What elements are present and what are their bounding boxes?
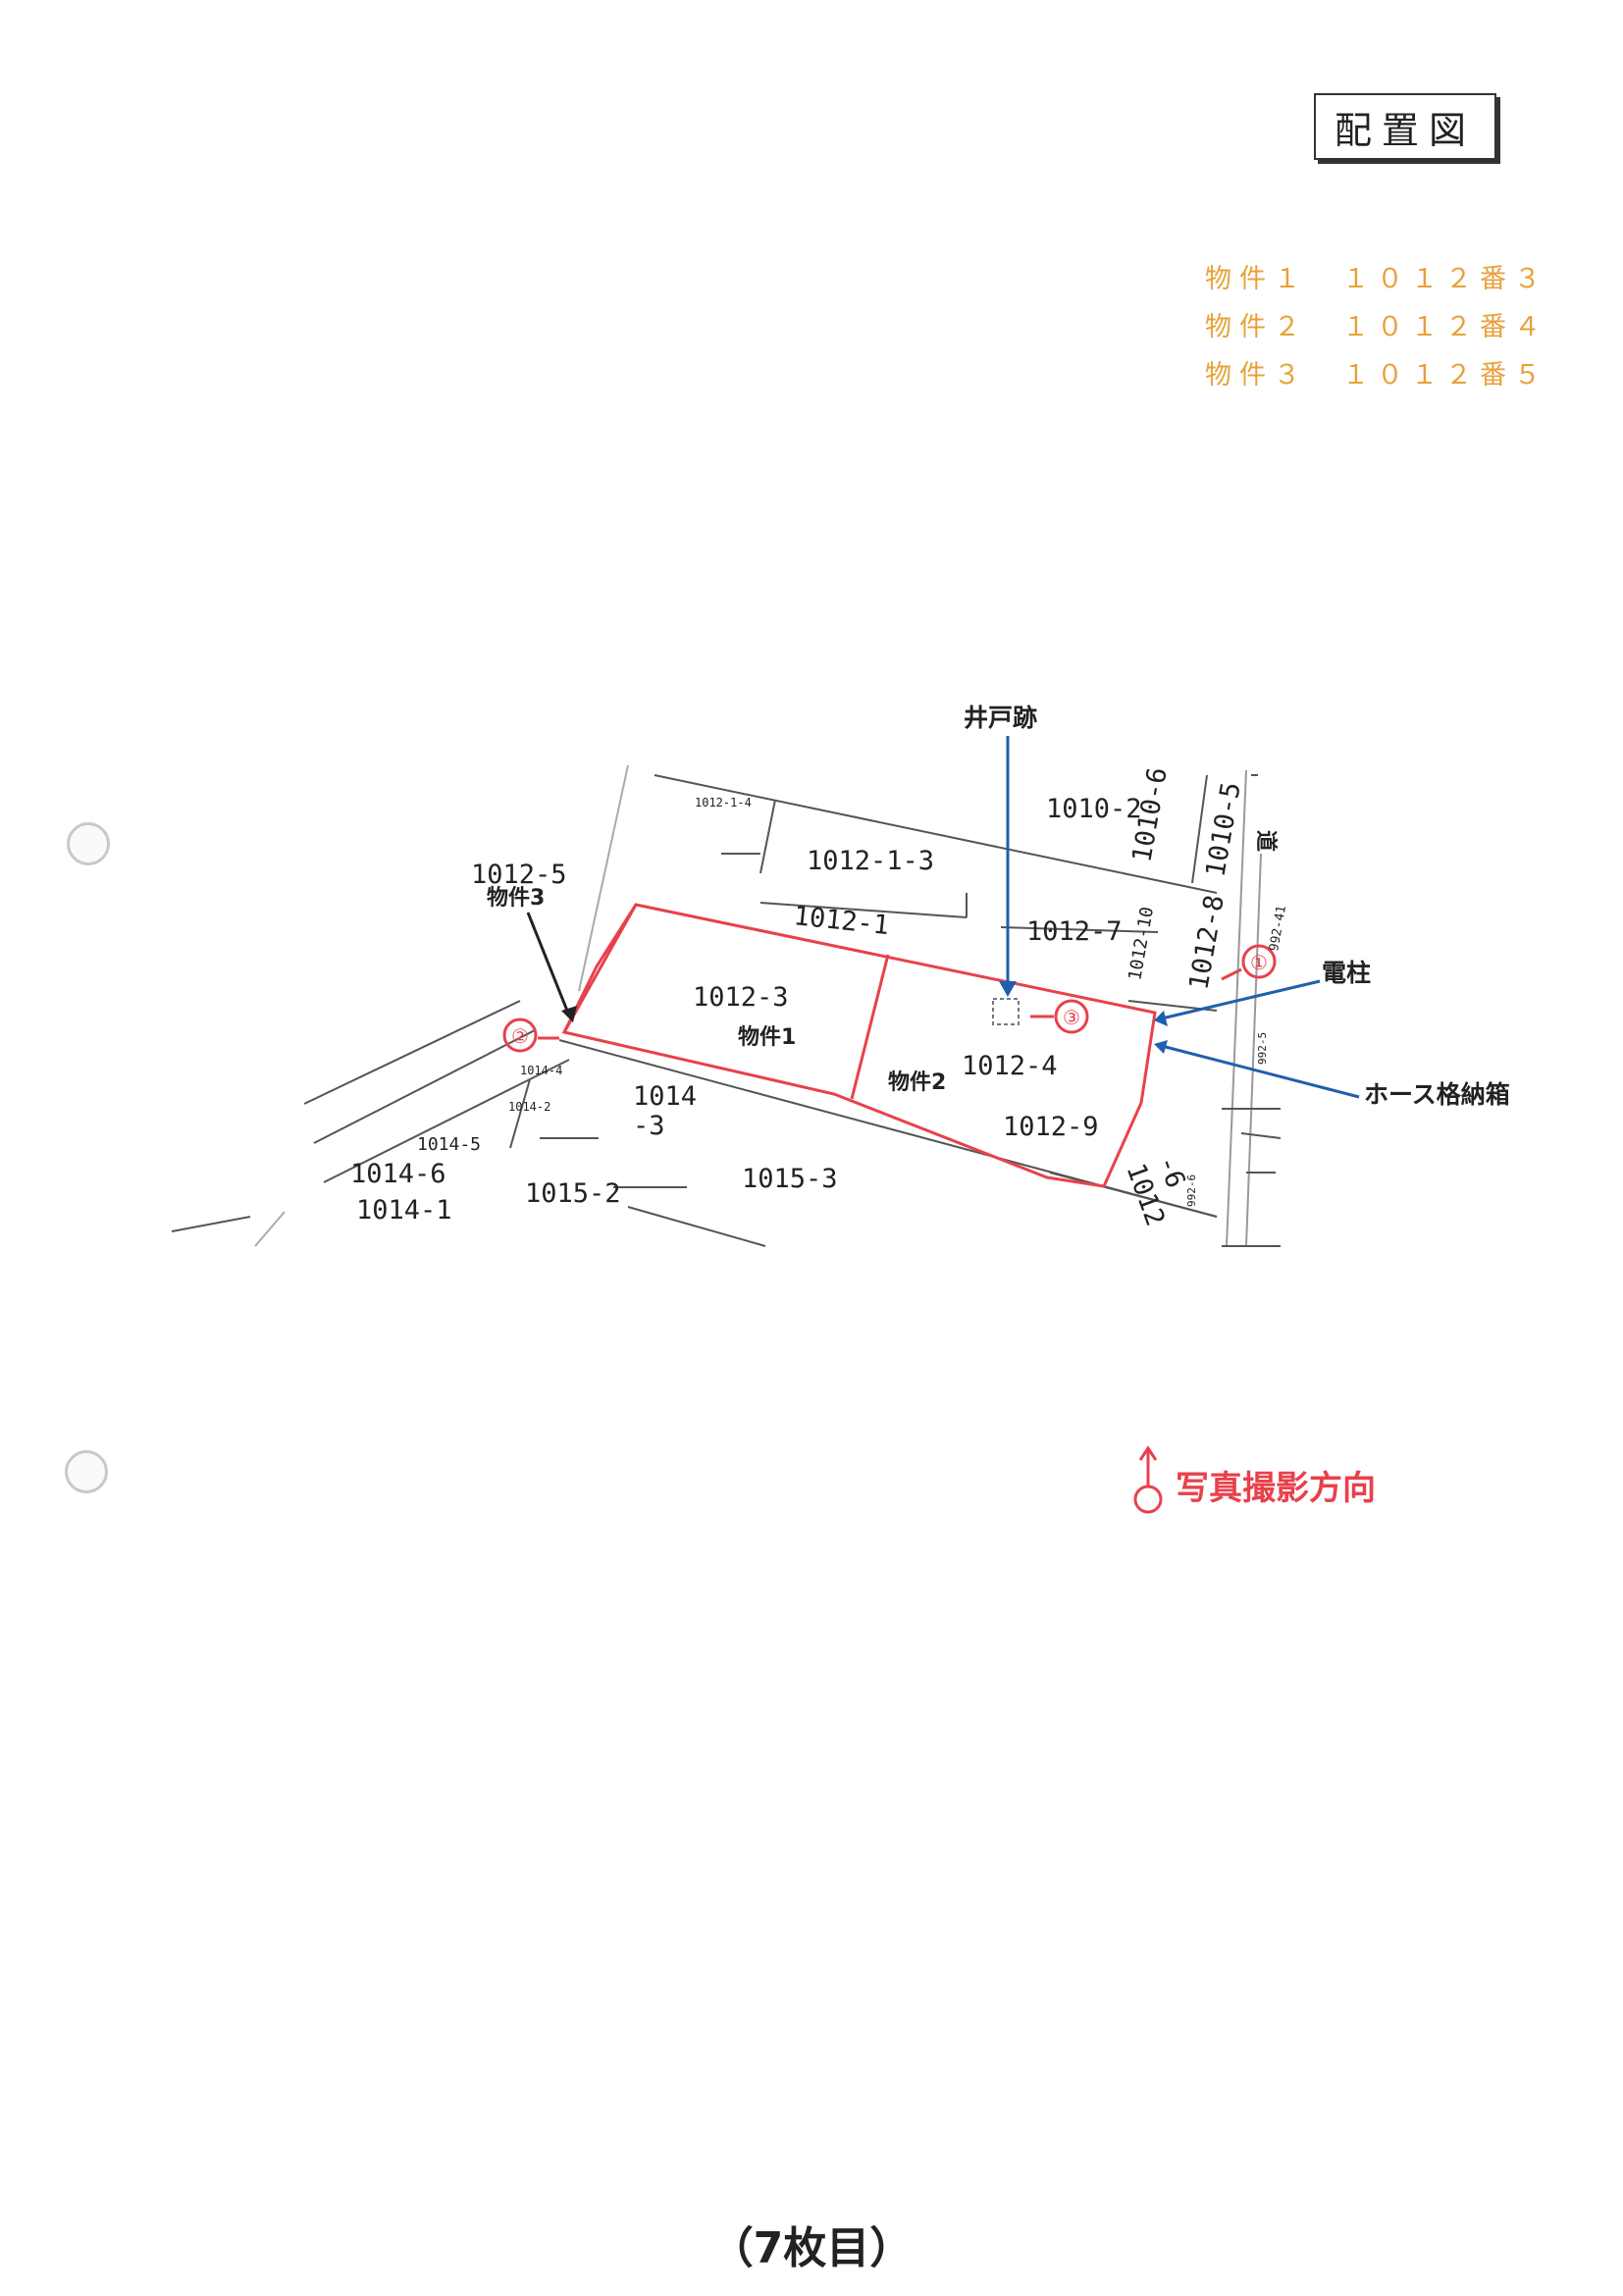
property-3-label: 物件3: [487, 885, 545, 911]
legend-property-1: 物件１ １０１２番３: [1205, 264, 1548, 294]
property-3-arrow: [526, 912, 577, 1022]
road-label: 道: [1253, 830, 1279, 852]
property-boundaries: [561, 903, 1157, 1188]
pole-label: 電柱: [1322, 959, 1371, 987]
parcel-1012-5: 1012-5: [471, 860, 567, 890]
parcel-1012-9: 1012-9: [1003, 1112, 1099, 1142]
parcel-1012-4: 1012-4: [962, 1051, 1058, 1081]
parcel-1015-3: 1015-3: [742, 1164, 838, 1194]
pointer-arrows: [999, 736, 1360, 1099]
page-count: （7枚目）: [709, 2223, 914, 2273]
parcel-1012-7: 1012-7: [1026, 916, 1123, 947]
parcel-1012-10: 1012-10: [1125, 906, 1158, 982]
marker-3: ③: [1063, 1006, 1080, 1029]
parcel-1012-1: 1012-1: [792, 901, 890, 941]
well-label: 井戸跡: [964, 704, 1037, 732]
parcel-992-5: 992-5: [1256, 1032, 1269, 1065]
parcel-1010-2: 1010-2: [1046, 794, 1142, 824]
well-marker: [992, 998, 1020, 1025]
parcel-1015-2: 1015-2: [525, 1178, 621, 1209]
photo-direction-icon: [1133, 1445, 1163, 1514]
parcel-1010-6: 1010-6: [1126, 765, 1173, 864]
parcel-1010-5: 1010-5: [1200, 780, 1246, 879]
parcel-1014-3-top: 1014: [633, 1081, 697, 1112]
photo-markers: [502, 944, 1277, 1053]
photo-direction-label: 写真撮影方向: [1176, 1469, 1376, 1508]
marker-2: ②: [511, 1024, 529, 1048]
parcel-1014-3-bottom: -3: [633, 1111, 665, 1141]
parcel-1014-2: 1014-2: [508, 1100, 550, 1114]
parcel-1012-1-4: 1012-1-4: [695, 796, 752, 809]
property-1-label: 物件1: [738, 1024, 796, 1050]
parcel-1012-1-3: 1012-1-3: [807, 846, 934, 876]
punch-hole: [65, 1450, 108, 1493]
parcel-1012-3: 1012-3: [693, 982, 789, 1013]
property-2-label: 物件2: [888, 1070, 946, 1095]
parcel-1014-5: 1014-5: [417, 1134, 481, 1155]
marker-1: ①: [1250, 951, 1268, 974]
legend-property-3: 物件３ １０１２番５: [1205, 360, 1548, 391]
parcel-1014-4: 1014-4: [520, 1064, 562, 1077]
parcel-992-6: 992-6: [1185, 1174, 1198, 1207]
hose-box-label: ホース格納箱: [1364, 1080, 1510, 1109]
punch-hole: [67, 822, 110, 865]
page-title: 配置図: [1314, 93, 1496, 160]
parcel-992-41: 992-41: [1267, 905, 1289, 953]
parcel-1014-6: 1014-6: [350, 1159, 446, 1189]
legend-property-2: 物件２ １０１２番４: [1205, 312, 1548, 342]
parcel-1014-1: 1014-1: [356, 1195, 452, 1226]
